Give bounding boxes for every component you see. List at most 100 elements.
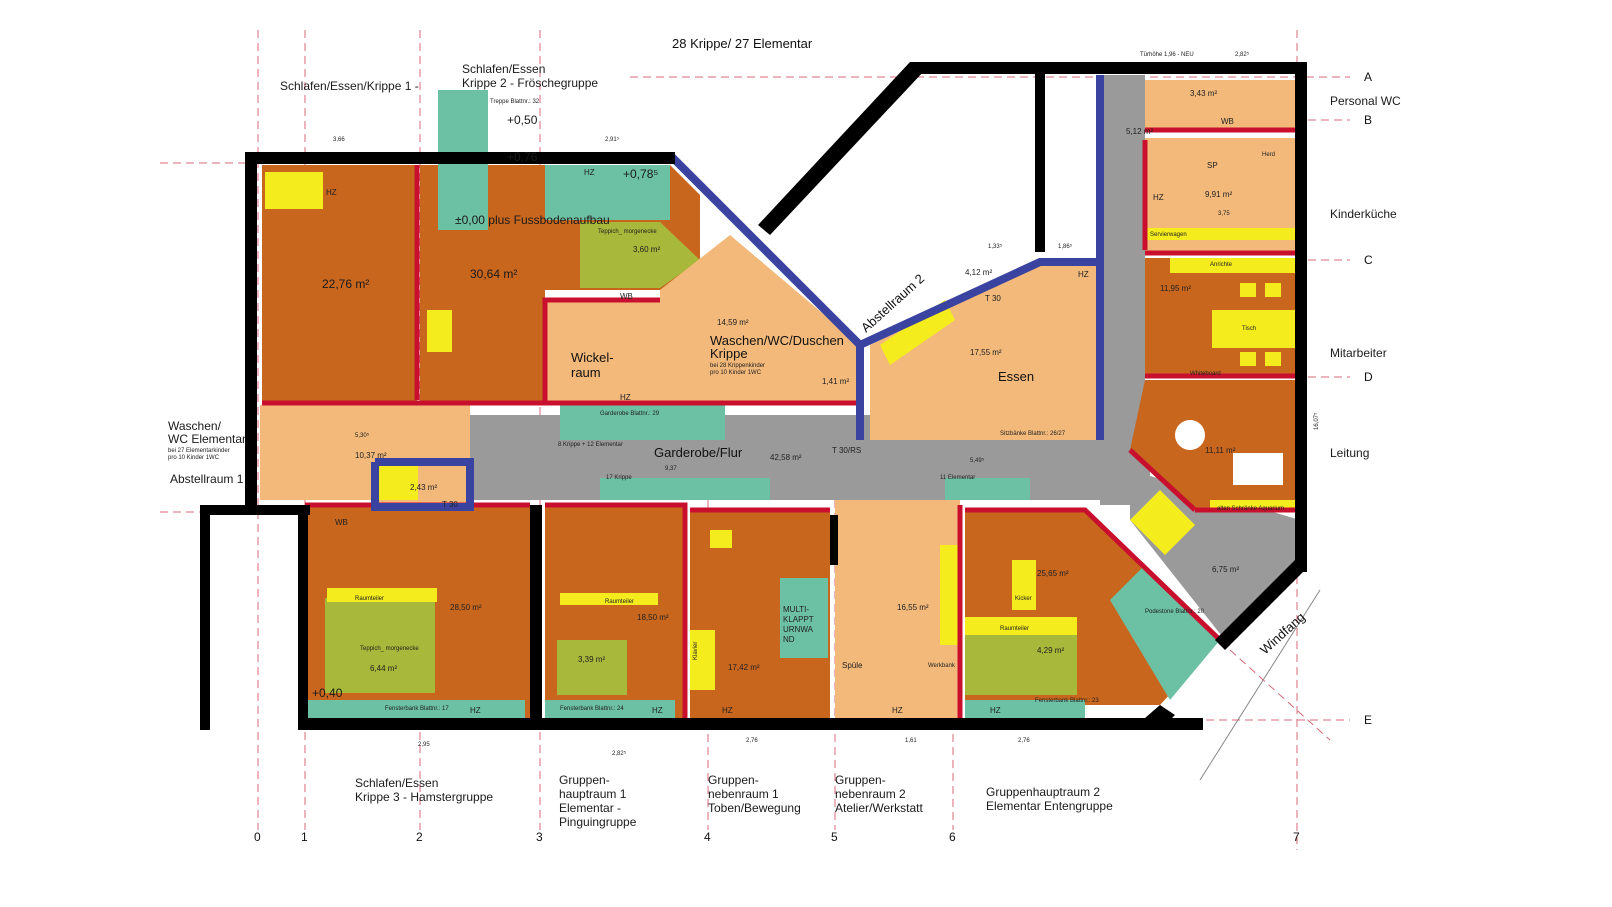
podest-ghr2 [1110,565,1220,700]
room-wickelraum [545,300,660,403]
walls [200,62,1307,730]
grid-col-labels: 0 1 2 3 4 5 6 7 [254,830,1300,844]
multi-wall [780,578,828,658]
label-gnr1-line: nebenraum 1 [708,787,779,801]
garderobe-count: 11 Elementar [940,475,975,481]
heater-mark: HZ [892,706,903,715]
grid-col-label: 0 [254,830,261,844]
heater-mark: HZ [1078,270,1089,279]
area-label: 1,41 m² [822,377,849,386]
area-label: 11,95 m² [1160,284,1191,293]
dimension-label: 1,33⁵ [988,243,1003,250]
raumteiler-mark: Raumteiler [1000,626,1029,632]
area-label: 28,50 m² [450,603,482,612]
plan-marks: HZ HZ HZ HZ HZ HZ HZ HZ HZ HZ WB WB WB S… [326,52,1284,715]
label-krippe3-l2: Krippe 3 - Hamstergruppe [355,790,493,804]
label-wc-elem-1: Waschen/ [168,419,222,433]
room-essen [870,262,1100,440]
multi-label-line: URNWA [783,625,814,634]
dimension-label: 2,82⁵ [1235,51,1250,58]
label-gnr2-line: nebenraum 2 [835,787,906,801]
label-abstell1: Abstellraum 1 [170,472,244,486]
dimension-label: 5,49⁵ [970,457,985,464]
windfang-area [1199,589,1331,781]
washbasin-mark: WB [1221,117,1234,126]
herd-mark: Herd [1262,152,1275,158]
treppe-tag: Treppe Blattnr.: 32 [490,99,540,105]
label-krippe2-l1: Schlafen/Essen [462,62,545,76]
sink-mark: SP [1207,161,1218,170]
dimension-label: 9,37 [665,466,677,472]
room-gnr2 [835,500,960,720]
label-mitarbeiter: Mitarbeiter [1330,346,1387,360]
label-ghr1-line: Elementar - [559,801,621,815]
area-label: 2,43 m² [410,483,437,492]
dimension-label: 3,66 [333,137,345,143]
dimension-label: 2,91⁵ [605,136,620,143]
dimension-label: 3,75 [1218,211,1230,217]
grid-col-label: 5 [831,830,838,844]
area-label: 3,43 m² [1190,89,1217,98]
label-gnr2-line: Atelier/Werkstatt [835,801,923,815]
area-label: 17,42 m² [728,663,760,672]
room-note-waschen-1: bei 28 Krippenkinder [710,363,765,369]
teppich-krippe2 [580,222,700,288]
room-waschen-krippe [660,235,860,405]
grid-col-label: 2 [416,830,423,844]
furniture [265,172,1300,690]
room-areas: 22,76 m² 30,64 m² 3,60 m² 14,59 m² 42,58… [322,89,1239,673]
label-gnr2-line: Gruppen- [835,773,886,787]
washbasin-mark: WB [335,518,348,527]
area-label: 3,60 m² [633,245,660,254]
label-gnr1-line: Toben/Bewegung [708,801,801,815]
dimensions: 3,66 2,91⁵ 2,82⁵ 9,37 5,49⁵ 2,95 2,82⁵ 2… [333,51,1320,757]
door-height-tag: Türhöhe 1,96 - NEU [1140,52,1194,58]
area-label: 6,44 m² [370,664,397,673]
multi-label: MULTI- KLAPPT URNWA ND [783,605,814,644]
area-label: 30,64 m² [470,267,517,281]
label-wc-elem-3: bei 27 Elementarkinder [168,448,230,454]
servierwagen-mark: Servierwagen [1150,232,1187,238]
teppich-mark: Teppich_ morgenecke [598,229,657,235]
garderobe-bench-bottom [600,478,770,500]
area-label: 16,55 m² [897,603,929,612]
grid-row-label: C [1364,253,1373,267]
multi-label-line: KLAPPT [783,615,814,624]
level-078: +0,78⁵ [623,167,658,181]
grid-row-label: B [1364,113,1372,127]
label-krippe1: Schlafen/Essen/Krippe 1 - [280,79,419,93]
grid-col-label: 7 [1293,830,1300,844]
label-gnr1-line: Gruppen- [708,773,759,787]
anrichte-mark: Anrichte [1210,262,1233,268]
fensterbank-tag: Fensterbank Blattnr.: 23 [1035,698,1099,704]
label-kinderkueche: Kinderküche [1330,207,1397,221]
dimension-label: 1,61 [905,738,917,744]
raumteiler-mark: Raumteiler [605,599,634,605]
label-gnr2: Gruppen- nebenraum 2 Atelier/Werkstatt [835,773,923,815]
area-label: 17,55 m² [970,348,1002,357]
heater-mark: HZ [1153,193,1164,202]
label-ghr2-line: Elementar Entengruppe [986,799,1113,813]
spuele-label: Spüle [842,661,863,670]
room-label-flur: Garderobe/Flur [654,445,743,460]
heater-mark: HZ [652,706,663,715]
label-personal-wc: Personal WC [1330,94,1401,108]
room-label-wickel-2: raum [571,365,601,380]
dimension-label: 2,76 [746,738,758,744]
heater-mark: HZ [470,706,481,715]
fensterbank-row2 [545,700,675,720]
area-label: 4,29 m² [1037,646,1064,655]
klavier-mark: Klavier [693,642,699,660]
heater-mark: HZ [326,188,337,197]
area-label: 11,11 m² [1205,446,1236,455]
label-wc-elem-4: pro 10 Kinder 1WC [168,455,220,461]
grid-col-label: 3 [536,830,543,844]
fensterbank-row [305,700,525,720]
washbasin-mark: WB [620,292,633,301]
room-note-waschen-2: pro 10 Kinder 1WC [710,370,762,376]
grid-row-label: A [1364,70,1372,84]
door-t30rs-mark: T 30/RS [832,446,861,455]
grid-col-label: 6 [949,830,956,844]
area-label: 9,91 m² [1205,190,1232,199]
